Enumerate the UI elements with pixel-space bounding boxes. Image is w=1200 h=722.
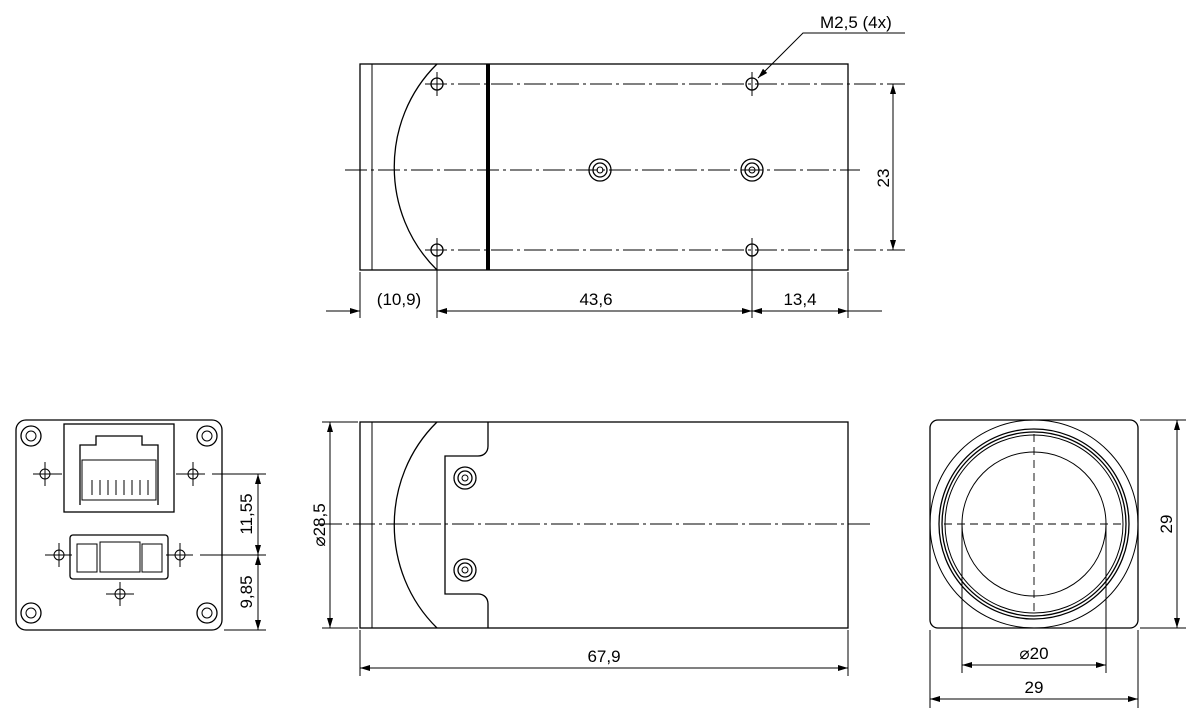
front-view: 29 ⌀20 29 [929, 419, 1186, 708]
dim-front-height: 29 [1157, 515, 1176, 534]
corner-screw-icon [196, 602, 218, 624]
lens-mount-outer [929, 419, 1139, 629]
corner-screw-icon [20, 602, 42, 624]
dim-rear: 13,4 [783, 290, 816, 309]
crosshair-icon [33, 462, 62, 486]
ethernet-port-icon [63, 423, 175, 513]
side-flange-curve [393, 421, 438, 629]
crosshair-icon [106, 582, 134, 606]
io-connector-icon [69, 534, 169, 580]
top-flange-curve [393, 63, 438, 271]
dim-lower: 9,85 [237, 575, 256, 608]
side-body-outline [359, 421, 849, 629]
screw-icon [740, 158, 764, 182]
corner-screw-icon [20, 425, 42, 447]
mounting-hole-icon [745, 72, 759, 96]
dim-front-width: 29 [1025, 678, 1044, 697]
top-body-outline [359, 63, 849, 271]
screw-icon [453, 558, 477, 582]
screw-icon [453, 466, 477, 490]
screw-icon [588, 158, 612, 182]
thread-callout: M2,5 (4x) [820, 13, 892, 32]
side-view: ⌀28,5 67,9 [310, 421, 870, 676]
dim-flange: (10,9) [377, 290, 421, 309]
crosshair-icon [45, 543, 72, 567]
back-view: 11,55 9,85 [15, 419, 266, 631]
corner-screw-icon [196, 425, 218, 447]
dim-hole-spacing: 43,6 [579, 290, 612, 309]
crosshair-icon [176, 462, 205, 486]
back-plate [15, 419, 223, 631]
dim-height-23: 23 [874, 169, 893, 188]
dim-diameter: ⌀28,5 [310, 503, 329, 546]
mounting-hole-icon [430, 72, 444, 96]
dim-upper: 11,55 [237, 493, 256, 534]
side-mount-plate [444, 422, 489, 628]
dim-length: 67,9 [587, 647, 620, 666]
crosshair-icon [166, 543, 193, 567]
dim-lens-diameter: ⌀20 [1019, 644, 1048, 663]
top-view: M2,5 (4x) 23 (10,9) 43,6 13,4 [326, 13, 905, 318]
